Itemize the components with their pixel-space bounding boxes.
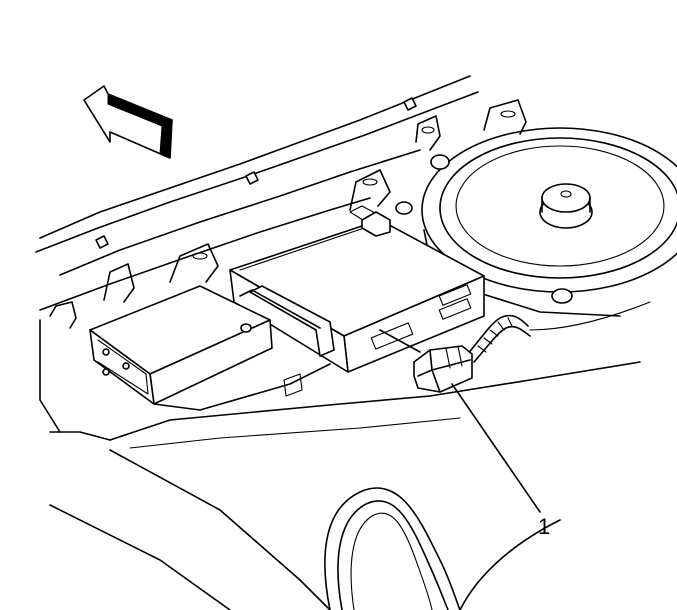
large-module [229,205,485,373]
mounting-brackets [49,99,527,329]
small-module [89,285,331,411]
callout-label-1: 1 [538,514,550,539]
wiring-harness [465,301,651,363]
panel-edge-lines [35,75,641,610]
electrical-connector [413,345,473,393]
speaker [421,127,677,317]
connector-leader [379,329,421,353]
callout-leader-1 [451,383,541,513]
floor-contours [324,487,561,610]
direction-arrow [83,85,173,159]
locator-tabs [95,97,417,249]
